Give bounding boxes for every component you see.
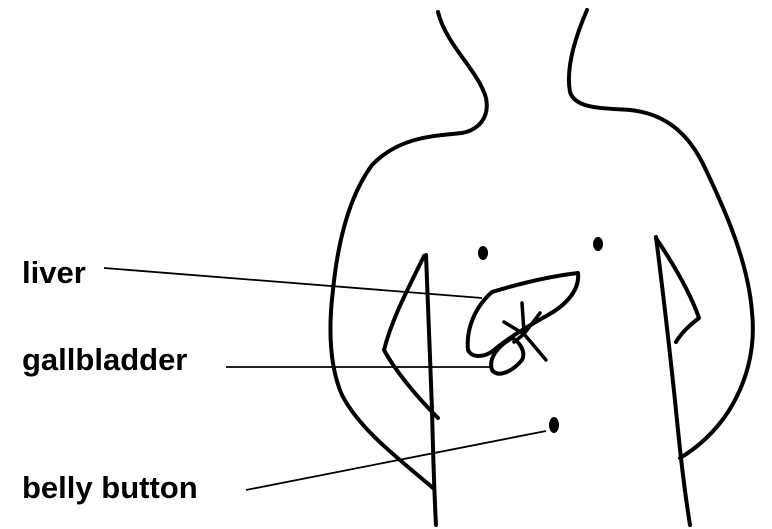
left-nipple bbox=[478, 246, 488, 260]
belly-button-leader-line bbox=[246, 431, 546, 490]
belly-button-mark bbox=[549, 417, 559, 433]
liver-label: liver bbox=[22, 255, 86, 290]
belly-button-label: belly button bbox=[22, 470, 198, 505]
gallbladder-organ bbox=[491, 338, 523, 374]
right-nipple bbox=[593, 237, 603, 251]
torso-outline bbox=[330, 12, 486, 488]
gallbladder-label: gallbladder bbox=[22, 342, 187, 377]
torso-outline-right bbox=[569, 10, 753, 458]
right-arm bbox=[656, 237, 690, 525]
